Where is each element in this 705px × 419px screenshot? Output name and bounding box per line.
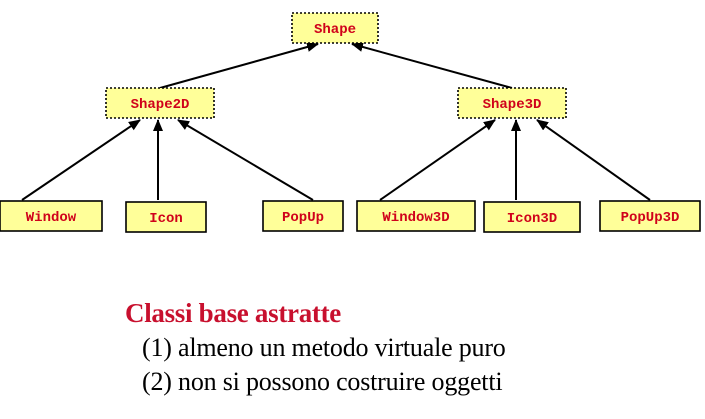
node-label-shape2d: Shape2D <box>131 97 190 113</box>
edge-popup3d-to-shape3d <box>536 119 651 201</box>
node-label-window: Window <box>26 210 77 226</box>
edge-shape2d-to-shape <box>159 42 319 89</box>
node-window3d: Window3D <box>356 200 476 232</box>
edge-shape3d-to-shape <box>351 42 513 89</box>
node-shape: Shape <box>291 12 379 44</box>
node-popup: PopUp <box>262 200 344 232</box>
node-icon: Icon <box>125 201 207 233</box>
node-icon3d: Icon3D <box>483 201 581 233</box>
node-label-popup3d: PopUp3D <box>621 210 680 226</box>
caption-block: Classi base astratte (1) almeno un metod… <box>125 295 685 399</box>
node-label-shape: Shape <box>314 22 356 38</box>
node-label-shape3d: Shape3D <box>483 97 542 113</box>
node-label-popup: PopUp <box>282 210 324 226</box>
node-label-window3d: Window3D <box>382 210 449 226</box>
node-window: Window <box>0 200 103 232</box>
node-shape3d: Shape3D <box>457 87 567 119</box>
caption-item-2: (2) non si possono costruire oggetti <box>142 367 503 396</box>
edge-popup-to-shape2d <box>177 119 314 201</box>
node-shape2d: Shape2D <box>105 87 215 119</box>
caption-title: Classi base astratte <box>125 298 341 328</box>
caption-item-1: (1) almeno un metodo virtuale puro <box>142 333 506 362</box>
edge-window-to-shape2d <box>21 119 141 201</box>
node-popup3d: PopUp3D <box>599 200 701 232</box>
node-label-icon: Icon <box>149 211 183 227</box>
edges <box>21 42 651 201</box>
node-label-icon3d: Icon3D <box>507 211 557 227</box>
edge-window3d-to-shape3d <box>379 119 496 201</box>
